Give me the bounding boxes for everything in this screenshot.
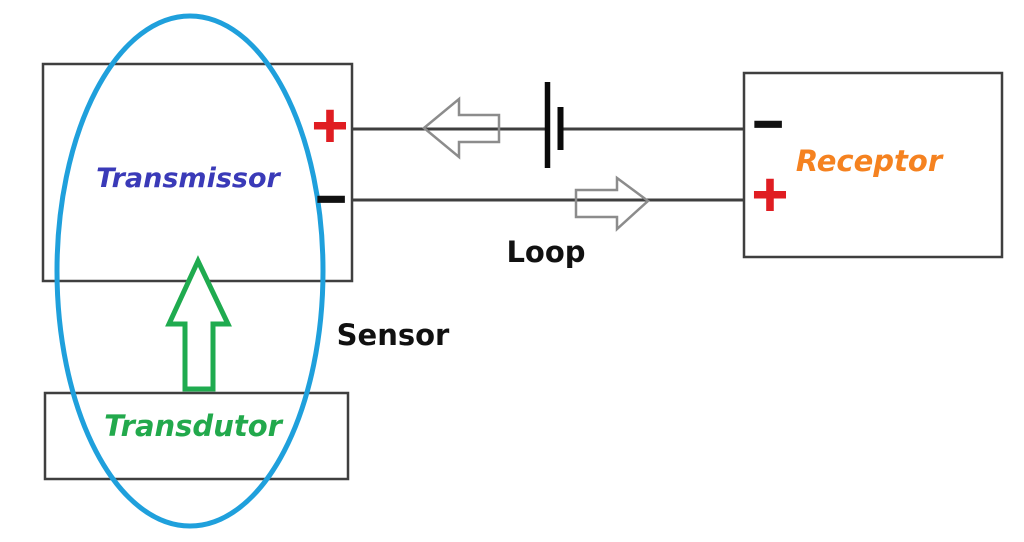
hollow-arrow-left-icon [422,96,501,160]
transmitter-positive-terminal: + [310,97,350,153]
transducer-box [43,391,350,481]
sensor-annotation: Sensor [337,318,450,352]
transducer-label: Transdutor [104,409,284,443]
receiver-negative-terminal: − [751,101,785,147]
transmitter-label: Transmissor [96,163,281,194]
loop-annotation: Loop [506,235,585,269]
block-arrow-up-icon [165,255,232,392]
receiver-positive-terminal: + [750,166,790,222]
receiver-box [742,71,1004,259]
sensor-boundary-ellipse [54,13,326,529]
transmitter-negative-terminal: − [314,176,348,222]
hollow-arrow-right-icon [574,175,650,232]
receiver-label: Receptor [796,144,944,178]
battery-icon [544,82,564,168]
transmitter-box [41,62,354,283]
